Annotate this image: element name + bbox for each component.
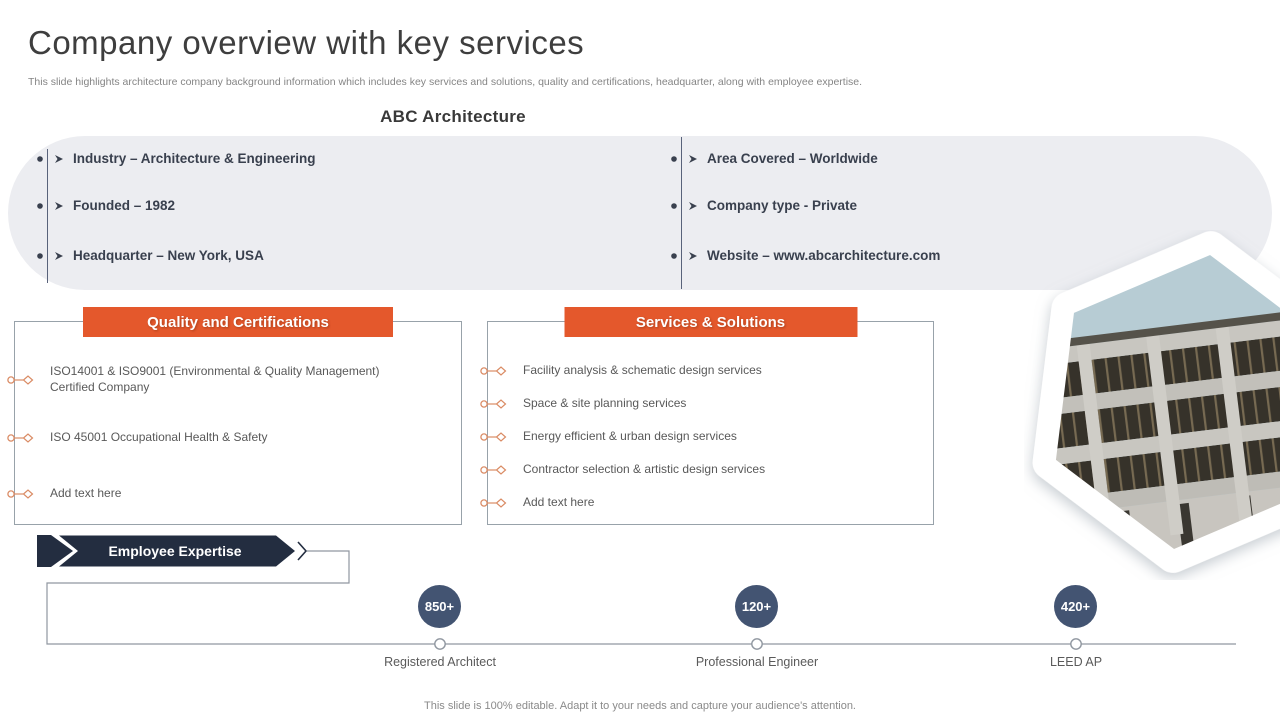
page-title: Company overview with key services bbox=[28, 24, 585, 61]
quality-item: ISO14001 & ISO9001 (Environmental & Qual… bbox=[7, 364, 422, 396]
fact-headquarter: Headquarter – New York, USA bbox=[73, 248, 264, 263]
service-item-placeholder[interactable]: Add text here bbox=[480, 495, 595, 511]
service-item-text: Contractor selection & artistic design s… bbox=[523, 462, 766, 476]
quality-item: ISO 45001 Occupational Health & Safety bbox=[7, 430, 268, 446]
dot-arrow-icon bbox=[37, 202, 63, 210]
company-overview-band: Industry – Architecture & Engineering Fo… bbox=[8, 136, 1272, 290]
circle-line-diamond-icon bbox=[7, 489, 34, 499]
circle-line-diamond-icon bbox=[480, 399, 507, 409]
dot-arrow-icon bbox=[671, 155, 697, 163]
fact-industry: Industry – Architecture & Engineering bbox=[73, 151, 316, 166]
divider-line bbox=[47, 149, 48, 283]
service-item-text: Energy efficient & urban design services bbox=[523, 429, 737, 443]
fact-website[interactable]: Website – www.abcarchitecture.com bbox=[707, 248, 941, 263]
dot-arrow-icon bbox=[37, 155, 63, 163]
employee-expertise-banner: Employee Expertise bbox=[108, 543, 242, 559]
timeline-node-icon bbox=[751, 638, 763, 650]
quality-item-text: ISO14001 & ISO9001 (Environmental & Qual… bbox=[50, 364, 380, 394]
circle-line-diamond-icon bbox=[480, 465, 507, 475]
stat-badge-leed-ap: 420+ bbox=[1054, 585, 1097, 628]
dot-arrow-icon bbox=[671, 252, 697, 260]
quality-certifications-header: Quality and Certifications bbox=[83, 307, 393, 337]
service-item-text[interactable]: Add text here bbox=[523, 495, 595, 509]
stat-badge-professional-engineer: 120+ bbox=[735, 585, 778, 628]
circle-line-diamond-icon bbox=[480, 498, 507, 508]
services-solutions-box: Services & Solutions Facility analysis &… bbox=[480, 307, 934, 525]
quality-item-placeholder[interactable]: Add text here bbox=[7, 486, 122, 502]
timeline-node-icon bbox=[1070, 638, 1082, 650]
banner-left-chevron-icon bbox=[37, 535, 73, 567]
service-item: Energy efficient & urban design services bbox=[480, 429, 737, 445]
stat-label: Professional Engineer bbox=[695, 655, 819, 669]
footer-note: This slide is 100% editable. Adapt it to… bbox=[424, 700, 856, 712]
service-item: Contractor selection & artistic design s… bbox=[480, 462, 766, 478]
stat-label: LEED AP bbox=[1049, 655, 1103, 669]
service-item: Facility analysis & schematic design ser… bbox=[480, 363, 762, 379]
circle-line-diamond-icon bbox=[7, 433, 34, 443]
circle-line-diamond-icon bbox=[480, 366, 507, 376]
divider-line bbox=[681, 137, 682, 289]
stat-label: Registered Architect bbox=[384, 655, 496, 669]
circle-line-diamond-icon bbox=[480, 432, 507, 442]
fact-company-type: Company type - Private bbox=[707, 198, 858, 213]
timeline-node-icon bbox=[434, 638, 446, 650]
dot-arrow-icon bbox=[37, 252, 63, 260]
services-solutions-header: Services & Solutions bbox=[564, 307, 857, 337]
dot-arrow-icon bbox=[671, 202, 697, 210]
circle-line-diamond-icon bbox=[7, 375, 34, 385]
quality-certifications-box: Quality and Certifications ISO14001 & IS… bbox=[7, 307, 462, 525]
company-name-heading: ABC Architecture bbox=[380, 107, 526, 126]
building-photo-hexagon bbox=[1032, 231, 1280, 573]
service-item-text: Facility analysis & schematic design ser… bbox=[523, 363, 762, 377]
quality-item-text[interactable]: Add text here bbox=[50, 486, 122, 500]
stat-badge-registered-architect: 850+ bbox=[418, 585, 461, 628]
fact-area-covered: Area Covered – Worldwide bbox=[707, 151, 878, 166]
banner-outline-chevron-icon bbox=[297, 541, 308, 561]
service-item: Space & site planning services bbox=[480, 396, 687, 412]
service-item-text: Space & site planning services bbox=[523, 396, 687, 410]
fact-founded: Founded – 1982 bbox=[73, 198, 176, 213]
slide-subtitle: This slide highlights architecture compa… bbox=[28, 76, 863, 88]
quality-item-text: ISO 45001 Occupational Health & Safety bbox=[50, 430, 268, 444]
